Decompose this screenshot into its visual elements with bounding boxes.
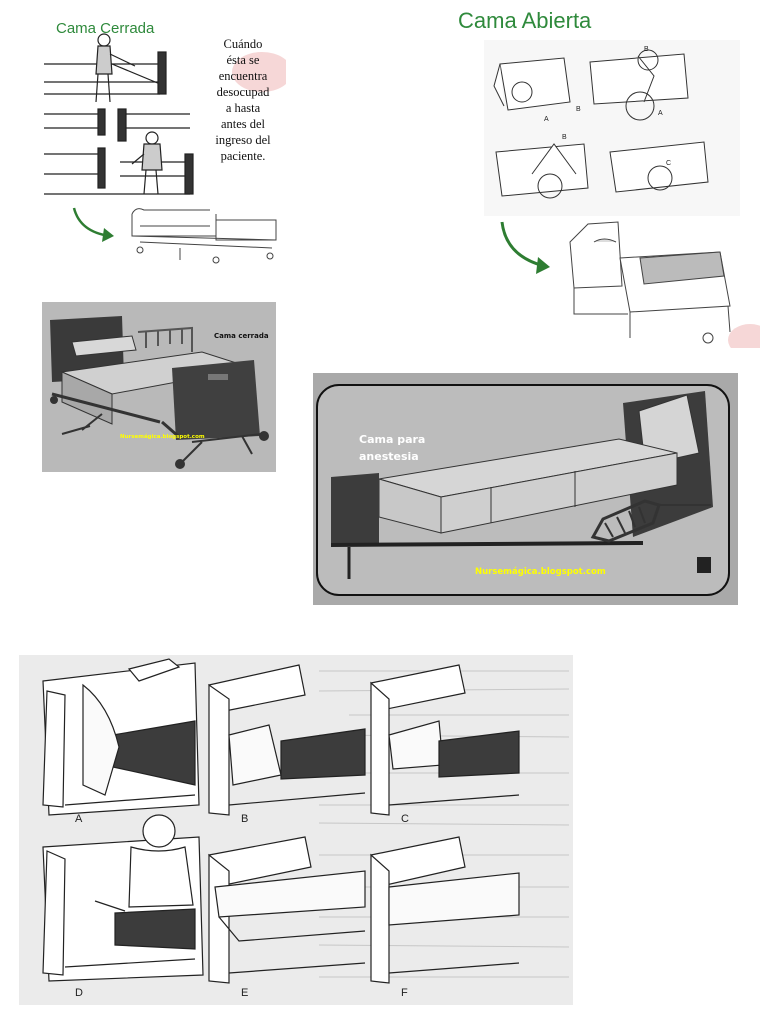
closed-bed-description: Cuándo ésta se encuentra desocupad a has… (202, 36, 284, 164)
step-label-e: E (241, 987, 249, 999)
open-bed-illustration (484, 40, 760, 348)
closed-bed-illustration (44, 33, 286, 264)
description-line: Cuándo (223, 37, 263, 51)
description-line: encuentra (218, 69, 268, 83)
description-line: a hasta (225, 101, 261, 115)
step-label-a: A (75, 813, 83, 825)
photo-watermark: Nursemágica.blogspot.com (120, 434, 205, 440)
step-label: B (562, 134, 567, 141)
description-line: desocupad (216, 85, 270, 99)
step-label: B (644, 46, 649, 53)
step-label: B (576, 106, 581, 113)
anesthesia-label-line2: anestesia (359, 450, 419, 463)
anesthesia-bed-photo: Cama para anestesia Nursemágica.blogspot… (313, 373, 738, 605)
photo-label: Cama cerrada (214, 332, 269, 340)
anesthesia-label: Cama para anestesia (359, 431, 425, 465)
corner-steps-illustration (42, 658, 570, 984)
anesthesia-bed-illustration (316, 384, 730, 596)
closed-bed-figure: Cama Cerrada (40, 14, 286, 276)
open-bed-title: Cama Abierta (458, 8, 592, 33)
anesthesia-label-line1: Cama para (359, 433, 426, 446)
corner-steps-figure: A B C D E F (19, 655, 573, 1005)
step-label-d: D (75, 987, 83, 999)
step-label-c: C (401, 813, 409, 825)
closed-bed-title: Cama Cerrada (56, 20, 155, 37)
step-label: C (666, 160, 672, 167)
closed-bed-photo: Cama cerrada Nursemágica.blogspot.com (42, 302, 276, 472)
step-label: A (544, 116, 549, 123)
step-label: A (658, 110, 663, 117)
open-bed-figure: Cama Abierta (444, 6, 760, 348)
description-line: ingreso del (215, 133, 271, 147)
description-line: paciente. (220, 149, 266, 163)
step-label-b: B (241, 813, 249, 825)
step-label-f: F (401, 987, 408, 999)
closed-bed-photo-illustration (50, 316, 269, 469)
anesthesia-watermark: Nursemágica.blogspot.com (475, 567, 606, 577)
description-line: ésta se (226, 53, 260, 67)
description-line: antes del (220, 117, 266, 131)
